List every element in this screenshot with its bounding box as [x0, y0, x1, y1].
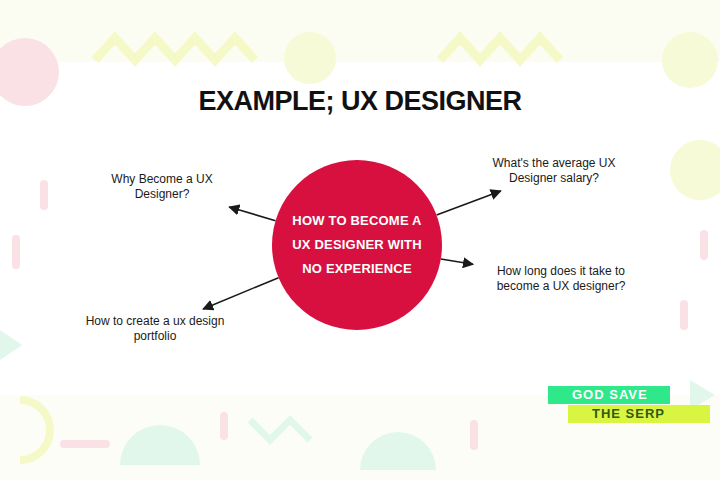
- arrow-connector: [203, 278, 278, 309]
- subtopic-label: How long does it take to become a UX des…: [480, 264, 642, 294]
- arrow-connector: [437, 191, 501, 215]
- subtopic-label: How to create a ux design portfolio: [84, 314, 226, 344]
- diagram-title: EXAMPLE; UX DESIGNER: [0, 86, 720, 117]
- logo-band-top: GOD SAVE: [548, 386, 670, 404]
- subtopic-label: Why Become a UX Designer?: [96, 172, 228, 202]
- arrow-connector: [229, 207, 275, 221]
- subtopic-text: What's the average UX Designer salary?: [474, 154, 634, 188]
- topic-text: HOW TO BECOME A UX DESIGNER WITH NO EXPE…: [291, 209, 423, 281]
- subtopic-text: How to create a ux design portfolio: [80, 312, 230, 346]
- subtopic-text: Why Become a UX Designer?: [92, 170, 232, 204]
- circle-fill: [272, 160, 442, 330]
- subtopic-label: What's the average UX Designer salary?: [478, 156, 630, 186]
- arrow-connector: [441, 259, 473, 264]
- logo-band-bottom: THE SERP: [568, 405, 710, 423]
- topic-circle: HOW TO BECOME A UX DESIGNER WITH NO EXPE…: [272, 160, 442, 330]
- subtopic-text: How long does it take to become a UX des…: [476, 262, 646, 296]
